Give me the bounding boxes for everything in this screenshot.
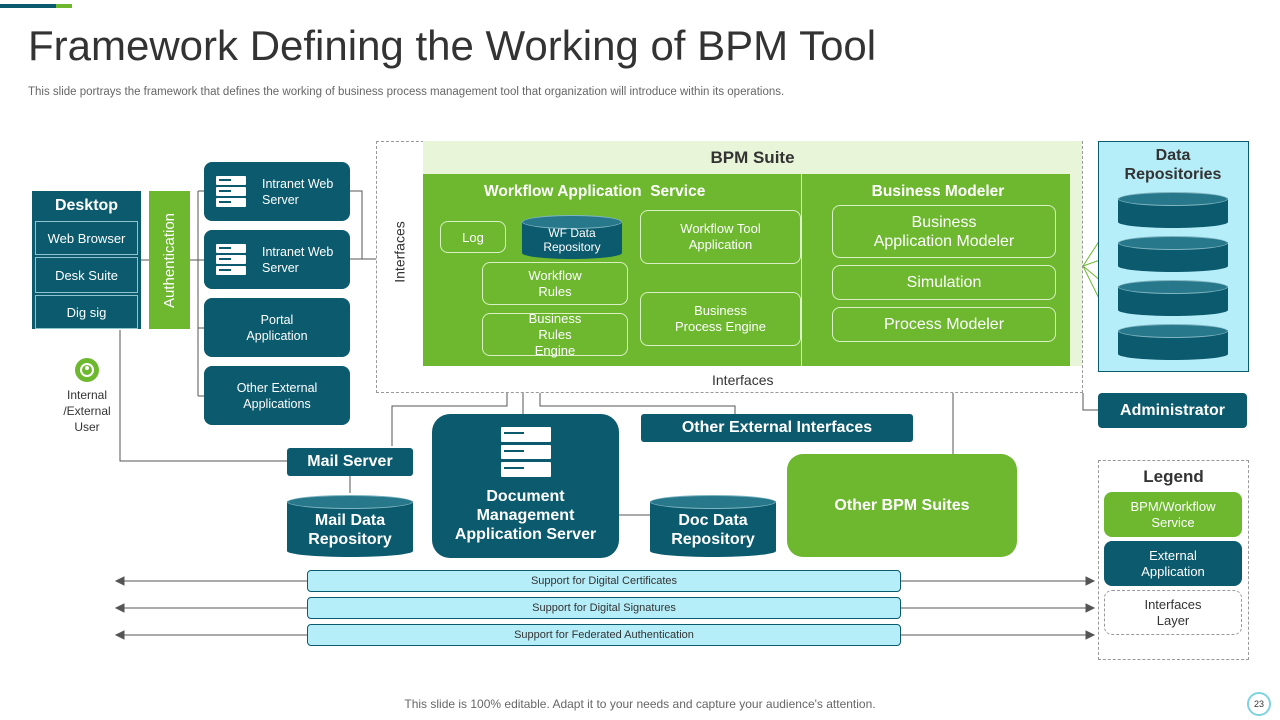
- data-repositories-title: Data Repositories: [1124, 147, 1222, 183]
- server-label: Intranet Web Server: [262, 244, 334, 275]
- server-icon: [216, 243, 246, 276]
- legend-panel: [1098, 460, 1249, 660]
- authentication-bar: Authentication: [149, 191, 190, 329]
- desktop-panel: Desktop Web Browser Desk Suite Dig sig: [32, 191, 141, 329]
- desktop-item-dig-sig[interactable]: Dig sig: [35, 295, 138, 329]
- document-management-label: Document Management Application Server: [454, 488, 597, 543]
- footer-text: This slide is 100% editable. Adapt it to…: [404, 697, 876, 711]
- server-icon: [216, 175, 246, 208]
- server-icon: [500, 427, 551, 478]
- data-repository-cylinder[interactable]: [1118, 192, 1228, 228]
- authentication-label: Authentication: [161, 212, 179, 308]
- log-box[interactable]: Log: [440, 221, 506, 253]
- other-bpm-suites[interactable]: Other BPM Suites: [787, 454, 1017, 557]
- workflow-application-service-panel: [423, 174, 801, 366]
- support-digital-certificates: Support for Digital Certificates: [307, 570, 901, 592]
- simulation[interactable]: Simulation: [832, 265, 1056, 300]
- user-label: Internal /External User: [63, 388, 111, 434]
- legend-bpm-workflow: BPM/Workflow Service: [1104, 492, 1242, 537]
- accent-bar-green: [56, 4, 72, 8]
- business-rules-engine[interactable]: Business Rules Engine: [482, 311, 628, 358]
- intranet-web-server-2[interactable]: Intranet Web Server: [204, 230, 350, 289]
- mail-server-box[interactable]: Mail Server: [287, 448, 413, 476]
- document-management-server[interactable]: Document Management Application Server: [432, 414, 619, 558]
- legend-title: Legend: [1143, 467, 1204, 486]
- workflow-tool-application[interactable]: Workflow Tool Application: [640, 210, 801, 264]
- interfaces-left-label: Interfaces: [392, 221, 409, 283]
- workflow-service-title: Workflow Application Service: [484, 183, 706, 200]
- bpm-suite-panel: [423, 141, 1082, 175]
- page-subtitle: This slide portrays the framework that d…: [28, 86, 785, 98]
- desktop-item-web-browser[interactable]: Web Browser: [35, 221, 138, 255]
- data-repository-cylinder[interactable]: [1118, 236, 1228, 272]
- page-title: Framework Defining the Working of BPM To…: [28, 22, 877, 69]
- mail-data-repository[interactable]: Mail Data Repository: [287, 495, 413, 557]
- accent-bar-dark: [0, 4, 56, 8]
- portal-application[interactable]: Portal Application: [204, 298, 350, 357]
- business-modeler-title: Business Modeler: [871, 183, 1005, 200]
- support-digital-signatures: Support for Digital Signatures: [307, 597, 901, 619]
- doc-data-repository[interactable]: Doc Data Repository: [650, 495, 776, 557]
- user-icon: [75, 358, 99, 382]
- desktop-title: Desktop: [54, 197, 119, 214]
- intranet-web-server-1[interactable]: Intranet Web Server: [204, 162, 350, 221]
- desktop-item-desk-suite[interactable]: Desk Suite: [35, 257, 138, 293]
- server-label: Intranet Web Server: [262, 176, 334, 207]
- page-number: 23: [1247, 692, 1271, 716]
- legend-external-application: External Application: [1104, 541, 1242, 586]
- business-modeler-panel: [802, 174, 1070, 366]
- business-process-engine[interactable]: Business Process Engine: [640, 292, 801, 346]
- other-external-applications[interactable]: Other External Applications: [204, 366, 350, 425]
- wf-data-repository[interactable]: WF Data Repository: [522, 215, 622, 259]
- bpm-suite-title: BPM Suite: [710, 147, 795, 167]
- other-external-interfaces[interactable]: Other External Interfaces: [641, 414, 913, 442]
- process-modeler[interactable]: Process Modeler: [832, 307, 1056, 342]
- data-repository-cylinder[interactable]: [1118, 324, 1228, 360]
- workflow-rules[interactable]: Workflow Rules: [482, 262, 628, 305]
- data-repository-cylinder[interactable]: [1118, 280, 1228, 316]
- legend-interfaces-layer: Interfaces Layer: [1104, 590, 1242, 635]
- interfaces-bottom-label: Interfaces: [712, 372, 774, 388]
- support-federated-authentication: Support for Federated Authentication: [307, 624, 901, 646]
- administrator-box[interactable]: Administrator: [1098, 393, 1247, 428]
- business-application-modeler[interactable]: Business Application Modeler: [832, 205, 1056, 258]
